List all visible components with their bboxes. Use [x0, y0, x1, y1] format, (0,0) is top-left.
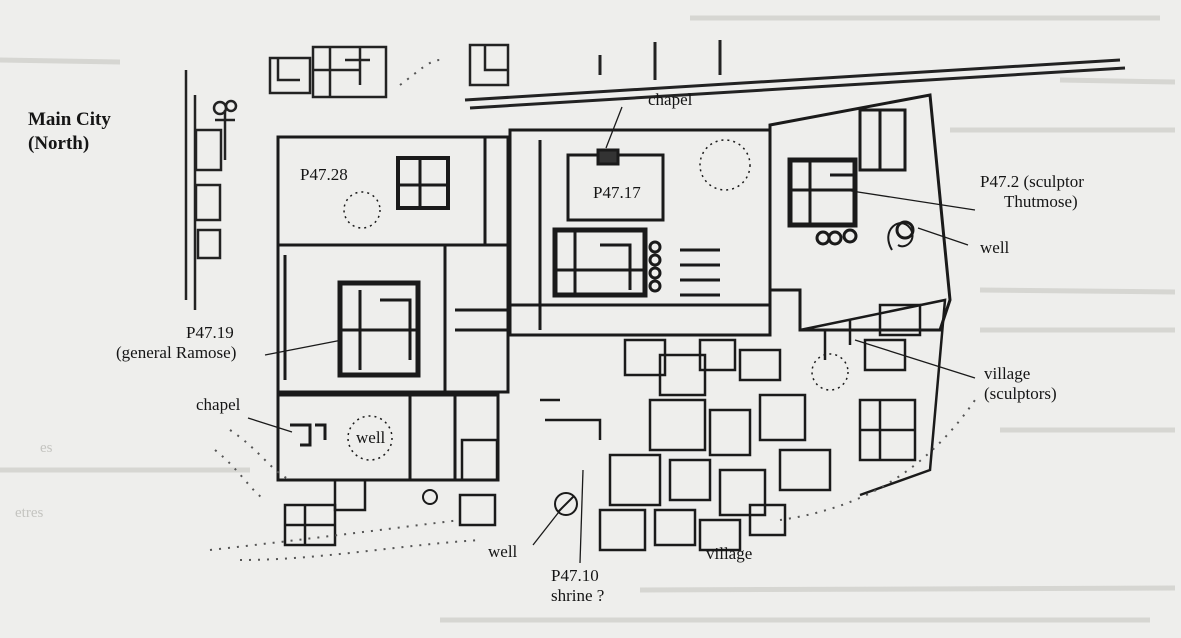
label-p4710-line2: shrine ? — [551, 586, 605, 605]
label-p4717: P47.17 — [593, 183, 641, 202]
label-p4710: P47.10 shrine ? — [551, 566, 604, 606]
map-title-line2: (North) — [28, 133, 90, 154]
map-title: Main City (North) — [28, 108, 111, 156]
label-p472-line2: Thutmose) — [1004, 192, 1078, 211]
label-village-sculptors-line2: (sculptors) — [984, 384, 1057, 403]
label-p4719: P47.19 (general Ramose) — [116, 323, 236, 363]
label-p4719-line2: (general Ramose) — [116, 343, 237, 362]
dotted-edges — [209, 59, 976, 561]
label-p472-line1: P47.2 (sculptor — [980, 172, 1084, 191]
north-houses — [268, 43, 510, 99]
label-well-right: well — [980, 238, 1010, 257]
label-village-bottom: village — [706, 544, 753, 563]
label-chapel-left: chapel — [196, 395, 241, 414]
bleed-through-texture — [0, 15, 1176, 623]
label-chapel-top: chapel — [648, 90, 693, 109]
bleed-text: es — [40, 440, 53, 456]
village-south — [422, 338, 832, 552]
label-p472: P47.2 (sculptor Thutmose) — [980, 172, 1084, 212]
label-village-sculptors: village (sculptors) — [984, 364, 1057, 404]
label-well-center: well — [356, 428, 386, 447]
label-village-sculptors-line1: village — [984, 364, 1031, 383]
village-east — [799, 298, 947, 497]
west-strip — [184, 70, 238, 310]
block-well-south — [276, 393, 500, 482]
block-p4717 — [508, 128, 772, 337]
label-p4719-line1: P47.19 — [186, 323, 234, 342]
bleed-text: etres — [15, 505, 44, 521]
leader-lines — [247, 106, 976, 564]
block-p472 — [768, 93, 952, 332]
label-p4710-line1: P47.10 — [551, 566, 599, 585]
block-p4728-p4719 — [276, 135, 510, 394]
label-well-bottom: well — [488, 542, 518, 561]
southwest-houses — [283, 478, 367, 547]
map-title-line1: Main City — [28, 109, 111, 130]
north-wall — [464, 40, 1126, 110]
label-p4728: P47.28 — [300, 165, 348, 184]
